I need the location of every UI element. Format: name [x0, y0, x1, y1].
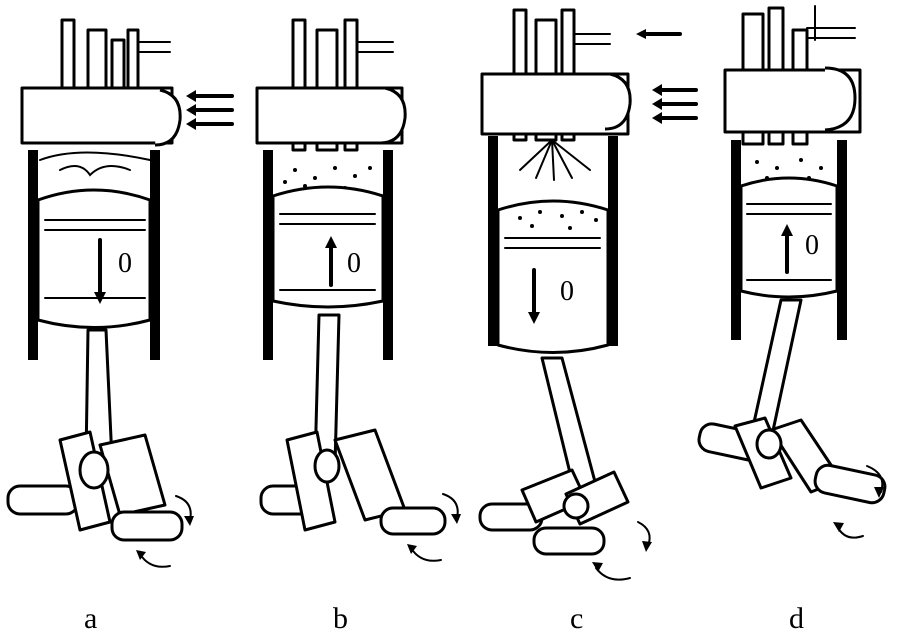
panel-d: 0 d [697, 5, 887, 635]
intake-arrows [652, 84, 698, 124]
piston-mark: 0 [805, 230, 819, 261]
crankshaft [259, 428, 461, 562]
piston: 0 [271, 185, 385, 309]
piston-mark: 0 [118, 248, 132, 279]
cylinder-head [723, 66, 862, 134]
cylinder-head [20, 86, 182, 147]
panel-caption: c [570, 602, 583, 635]
panel-c: 0 c [478, 8, 698, 635]
crankshaft [478, 468, 652, 581]
piston: 0 [36, 188, 152, 329]
crankshaft [697, 416, 887, 539]
cylinder-head [255, 86, 407, 145]
intake-arrows [186, 90, 234, 130]
panel-b: 0 b [255, 18, 461, 635]
piston: 0 [496, 199, 610, 354]
piston: 0 [739, 176, 839, 299]
panel-caption: a [84, 602, 97, 635]
cylinder [488, 136, 618, 346]
crankshaft [6, 430, 194, 568]
panel-caption: d [789, 602, 804, 635]
combustion-spark [519, 139, 591, 181]
cylinder [731, 140, 847, 340]
cylinder [28, 150, 160, 360]
panel-caption: b [333, 602, 348, 635]
piston-mark: 0 [347, 248, 361, 279]
panel-a: 0 a [6, 18, 234, 635]
cylinder-head [480, 72, 632, 136]
piston-mark: 0 [560, 276, 574, 307]
burning-gas [518, 210, 598, 230]
